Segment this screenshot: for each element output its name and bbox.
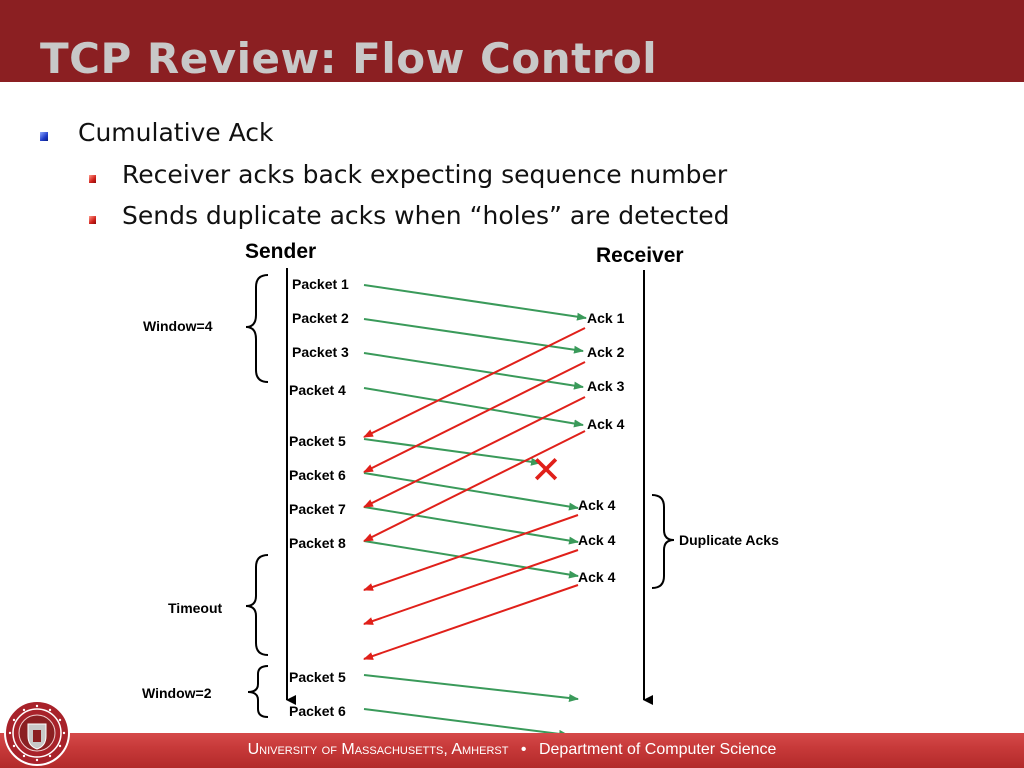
bullet-level2: Sends duplicate acks when “holes” are de… bbox=[122, 201, 730, 230]
ack-arrow bbox=[363, 396, 586, 508]
footer-bar bbox=[0, 733, 1024, 768]
packet-arrow bbox=[363, 708, 569, 738]
packet-arrow bbox=[363, 438, 541, 466]
ack-label: Ack 4 bbox=[587, 416, 625, 432]
ack-arrow bbox=[363, 327, 586, 438]
packet-arrow bbox=[363, 540, 579, 579]
title-bar bbox=[0, 0, 1024, 82]
packet-arrow bbox=[363, 506, 579, 545]
ack-label: Ack 4 bbox=[578, 532, 616, 548]
ack-arrow bbox=[363, 361, 586, 473]
packet-label: Packet 5 bbox=[289, 669, 346, 685]
packet-label: Packet 5 bbox=[289, 433, 346, 449]
timeout-brace bbox=[245, 554, 269, 656]
packet-arrow bbox=[363, 318, 584, 354]
ack-label: Ack 3 bbox=[587, 378, 625, 394]
window2-label: Window=2 bbox=[142, 685, 212, 701]
packet-arrow bbox=[363, 472, 579, 511]
packet-labels: Packet 1 Packet 2 Packet 3 Packet 4 Pack… bbox=[289, 276, 349, 719]
ack-label: Ack 4 bbox=[578, 497, 616, 513]
bullet-level2: Receiver acks back expecting sequence nu… bbox=[122, 160, 728, 189]
ack-arrow bbox=[363, 549, 579, 625]
ack-arrow bbox=[363, 430, 586, 542]
receiver-label: Receiver bbox=[596, 244, 684, 267]
footer-institution: University of Massachusetts, Amherst bbox=[247, 741, 509, 758]
window4-label: Window=4 bbox=[143, 318, 213, 334]
ack-labels: Ack 1 Ack 2 Ack 3 Ack 4 Ack 4 Ack 4 Ack … bbox=[578, 310, 625, 585]
packet-label: Packet 2 bbox=[292, 310, 349, 326]
timeout-label: Timeout bbox=[168, 600, 223, 616]
university-seal-icon bbox=[4, 700, 70, 766]
bullet-level1: Cumulative Ack bbox=[78, 118, 274, 147]
packet-arrows bbox=[363, 284, 587, 738]
packet-arrow bbox=[363, 674, 579, 702]
ack-arrows bbox=[363, 327, 586, 660]
packet-label: Packet 4 bbox=[289, 382, 346, 398]
bullet-marker-level1 bbox=[40, 132, 48, 141]
packet-label: Packet 6 bbox=[289, 703, 346, 719]
bullet-marker-level2 bbox=[89, 175, 96, 183]
packet-arrow bbox=[363, 387, 584, 428]
slide-title: TCP Review: Flow Control bbox=[40, 34, 658, 83]
ack-label: Ack 1 bbox=[587, 310, 625, 326]
sender-label: Sender bbox=[245, 240, 316, 263]
duplicate-acks-label: Duplicate Acks bbox=[679, 532, 779, 548]
packet-loss-marker: ✕ bbox=[530, 448, 562, 492]
ack-label: Ack 2 bbox=[587, 344, 625, 360]
packet-label: Packet 7 bbox=[289, 501, 346, 517]
packet-label: Packet 1 bbox=[292, 276, 349, 292]
footer-text: University of Massachusetts, Amherst • D… bbox=[0, 741, 1024, 759]
packet-arrow bbox=[363, 284, 587, 321]
window4-brace bbox=[245, 274, 269, 383]
ack-arrow bbox=[363, 514, 579, 591]
braces bbox=[245, 274, 675, 718]
window2-brace bbox=[247, 665, 269, 718]
packet-label: Packet 8 bbox=[289, 535, 346, 551]
footer-department: Department of Computer Science bbox=[538, 741, 777, 758]
ack-label: Ack 4 bbox=[578, 569, 616, 585]
packet-label: Packet 3 bbox=[292, 344, 349, 360]
packet-label: Packet 6 bbox=[289, 467, 346, 483]
duplicate-acks-brace bbox=[651, 494, 675, 589]
ack-arrow bbox=[363, 584, 579, 660]
footer-separator: • bbox=[520, 741, 527, 758]
bullet-marker-level2 bbox=[89, 216, 96, 224]
